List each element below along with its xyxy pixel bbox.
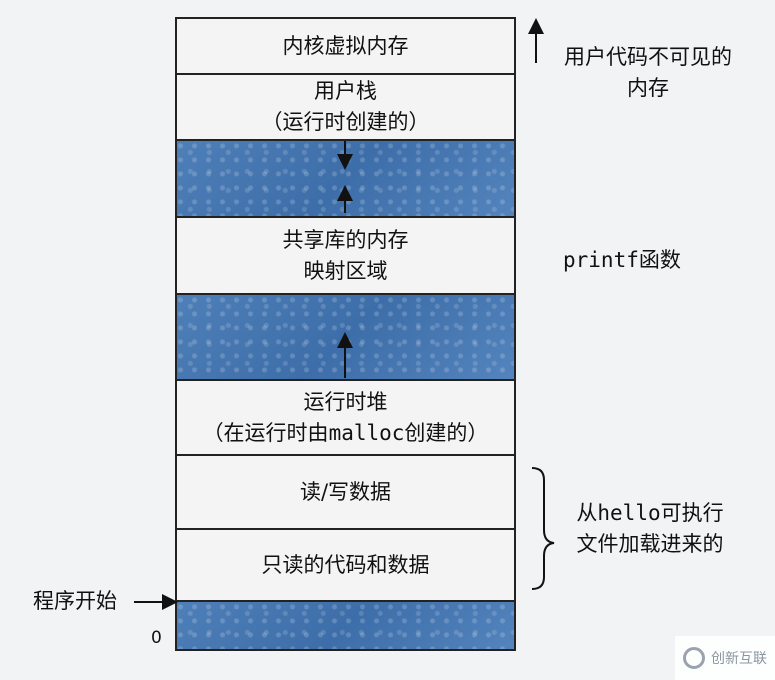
segment-shared-libraries: 共享库的内存 映射区域 (177, 218, 514, 295)
segment-user-stack: 用户栈 （运行时创建的） (177, 75, 514, 141)
segment-rw-label: 读/写数据 (299, 479, 392, 504)
segment-ro-label: 只读的代码和数据 (261, 552, 430, 577)
segment-kernel-virtual-memory: 内核虚拟内存 (177, 19, 514, 75)
segment-stack-label: 用户栈 (314, 79, 377, 103)
watermark: 创新互联 (675, 636, 775, 680)
segment-heap-sublabel: （在运行时由malloc创建的） (202, 420, 489, 445)
segment-runtime-heap: 运行时堆 （在运行时由malloc创建的） (177, 381, 514, 456)
kernel-note: 用户代码不可见的 内存 (564, 45, 732, 100)
segment-kernel-label: 内核虚拟内存 (282, 33, 409, 58)
segment-read-only-code: 只读的代码和数据 (177, 530, 514, 602)
load-note: 从hello可执行 文件加载进来的 (576, 501, 724, 556)
watermark-logo-icon (683, 647, 705, 669)
segment-reserved-bottom (177, 602, 514, 649)
program-start-label: 程序开始 (33, 589, 117, 613)
load-brace (531, 467, 555, 590)
address-zero-label: 0 (151, 628, 162, 648)
segment-shared-sublabel: 映射区域 (303, 258, 388, 283)
memory-column: 内核虚拟内存 用户栈 （运行时创建的） 共享库的内存 映射区域 运行时堆 （在运… (175, 17, 516, 651)
segment-heap-label: 运行时堆 (303, 389, 388, 414)
segment-stack-sublabel: （运行时创建的） (261, 110, 430, 134)
printf-note: printf函数 (563, 248, 681, 272)
segment-shared-label: 共享库的内存 (282, 227, 409, 252)
segment-read-write-data: 读/写数据 (177, 456, 514, 530)
